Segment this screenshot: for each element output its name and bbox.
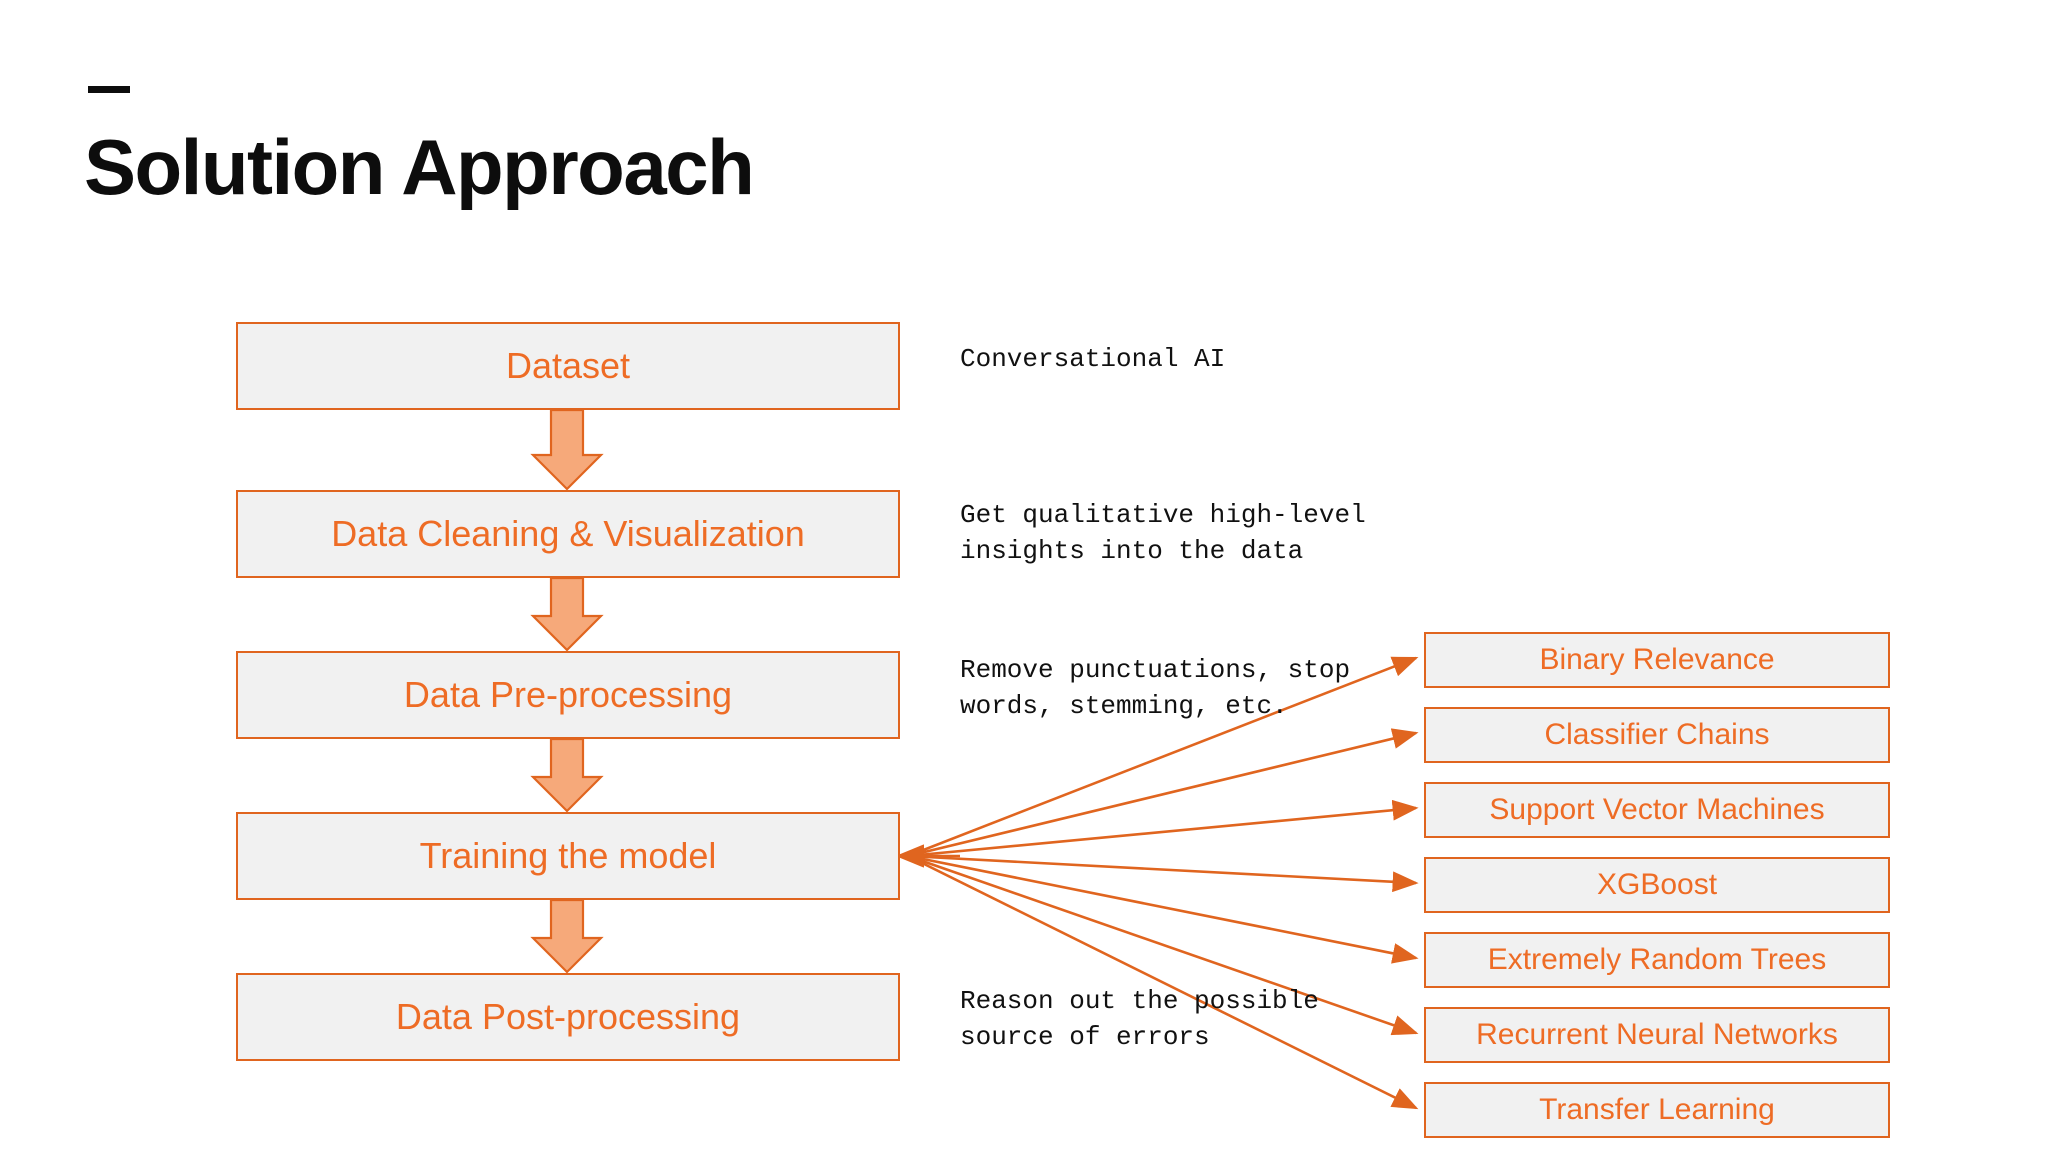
model-box-transfer-learning[interactable]: Transfer Learning	[1424, 1082, 1890, 1138]
pipeline-step-data-pre-processing[interactable]: Data Pre-processing	[236, 651, 900, 739]
pipeline-step-training-the-model[interactable]: Training the model	[236, 812, 900, 900]
annotation-note: Remove punctuations, stop words, stemmin…	[960, 655, 1351, 721]
pipeline-step-data-cleaning-visualization[interactable]: Data Cleaning & Visualization	[236, 490, 900, 578]
model-box-extremely-random-trees[interactable]: Extremely Random Trees	[1424, 932, 1890, 988]
pipeline-step-label: Data Cleaning & Visualization	[331, 513, 805, 554]
model-box-label: Extremely Random Trees	[1487, 943, 1827, 976]
model-box-label: Support Vector Machines	[1489, 793, 1825, 826]
model-box-label: Classifier Chains	[1544, 718, 1770, 751]
pipeline-step-label: Training the model	[419, 835, 717, 876]
model-box-support-vector-machines[interactable]: Support Vector Machines	[1424, 782, 1890, 838]
block-arrow-1	[530, 576, 604, 652]
pipeline-step-label: Data Pre-processing	[403, 674, 733, 715]
annotation-note: Conversational AI	[960, 344, 1226, 374]
model-box-xgboost[interactable]: XGBoost	[1424, 857, 1890, 913]
fan-line-3	[907, 854, 1419, 893]
fan-line-1	[907, 728, 1419, 858]
pipeline-step-label: Data Post-processing	[395, 996, 741, 1037]
model-box-recurrent-neural-networks[interactable]: Recurrent Neural Networks	[1424, 1007, 1890, 1063]
model-box-label: Binary Relevance	[1539, 643, 1775, 676]
annotation-note: Reason out the possible source of errors	[960, 986, 1319, 1052]
fan-line-4	[907, 854, 1419, 964]
model-box-label: Transfer Learning	[1539, 1093, 1775, 1126]
pipeline-step-dataset[interactable]: Dataset	[236, 322, 900, 410]
model-box-binary-relevance[interactable]: Binary Relevance	[1424, 632, 1890, 688]
model-box-classifier-chains[interactable]: Classifier Chains	[1424, 707, 1890, 763]
pipeline-step-data-post-processing[interactable]: Data Post-processing	[236, 973, 900, 1061]
model-box-label: XGBoost	[1596, 868, 1718, 901]
page-title: Solution Approach	[84, 123, 755, 211]
block-arrow-2	[530, 737, 604, 813]
title-dash-icon	[88, 86, 130, 93]
fan-line-6	[907, 854, 1419, 1110]
annotation-note: Get qualitative high-level insights into…	[960, 500, 1366, 566]
block-arrow-0	[530, 408, 604, 491]
fan-line-2	[907, 799, 1419, 858]
block-arrow-3	[530, 898, 604, 974]
model-box-label: Recurrent Neural Networks	[1476, 1018, 1838, 1051]
pipeline-step-label: Dataset	[505, 345, 631, 386]
